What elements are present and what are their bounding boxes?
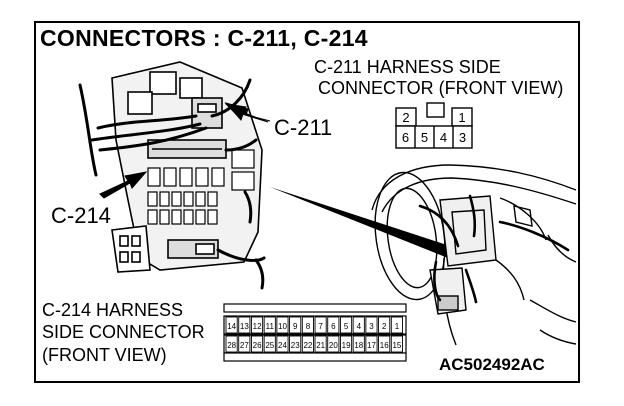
- harness-wires: [78, 78, 266, 290]
- callout-arrows: [99, 102, 271, 199]
- c214-pin-cell: [378, 316, 391, 334]
- c214-pin-cell: [327, 316, 340, 334]
- c214-pin-label: 17: [367, 341, 376, 350]
- c214-pin-cell: [352, 316, 365, 334]
- c214-callout-label: C-214: [51, 203, 111, 228]
- c214-pin-cell: [339, 316, 353, 334]
- c211-caption-line2: CONNECTOR (FRONT VIEW): [318, 78, 564, 98]
- c214-pin-cell: [225, 316, 238, 334]
- c214-pin-cell: [238, 316, 251, 334]
- c211-callout-label: C-211: [274, 115, 333, 140]
- c214-pin-cell: [390, 335, 403, 353]
- c214-pin-cell: [289, 335, 302, 353]
- c214-pin-cell: [378, 335, 391, 353]
- c214-pin-cell: [250, 335, 264, 353]
- c214-pin-label: 22: [303, 341, 312, 350]
- c214-pin-label: 14: [227, 322, 236, 331]
- c214-pin-label: 18: [354, 341, 363, 350]
- c214-pin-label: 15: [392, 341, 401, 350]
- c214-pin-cell: [352, 335, 365, 353]
- c214-pin-label: 13: [240, 322, 249, 331]
- location-pointer-arrow: [270, 187, 450, 258]
- c214-pin-cell: [250, 316, 264, 334]
- figure-id: AC502492AC: [439, 355, 545, 374]
- c214-pin-label: 20: [329, 341, 338, 350]
- c214-pin-label: 11: [266, 322, 275, 331]
- c214-pin-label: 5: [344, 322, 349, 331]
- c211-pin-label: 2: [402, 110, 409, 125]
- c214-pin-label: 2: [382, 322, 387, 331]
- dashboard-illustration: [371, 164, 577, 346]
- c214-pin-label: 9: [293, 322, 298, 331]
- c214-pin-label: 16: [380, 341, 389, 350]
- c214-pin-label: 25: [265, 341, 274, 350]
- c214-pin-cell: [314, 335, 327, 353]
- c214-caption-line1: C-214 HARNESS: [42, 300, 184, 320]
- c214-caption-line3: (FRONT VIEW): [42, 345, 167, 365]
- c214-pin-cell: [289, 316, 302, 334]
- c214-pin-cell: [301, 316, 314, 334]
- c214-pin-label: 23: [291, 341, 300, 350]
- c214-pin-cell: [365, 335, 378, 353]
- c214-arrow: [99, 171, 148, 199]
- c211-pin-label: 4: [440, 130, 447, 145]
- c214-pin-cell: [390, 316, 403, 334]
- c211-pin-label: 1: [458, 110, 465, 125]
- c214-pin-label: 8: [306, 322, 311, 331]
- c214-pin-label: 19: [342, 341, 351, 350]
- c214-pin-cell: [314, 316, 327, 334]
- figure-title: CONNECTORS : C-211, C-214: [40, 25, 368, 51]
- c214-pin-cell: [327, 335, 340, 353]
- c214-pin-label: 10: [278, 322, 287, 331]
- c214-pin-label: 28: [227, 341, 236, 350]
- c211-pin-label: 5: [421, 130, 428, 145]
- c214-pin-label: 12: [253, 322, 262, 331]
- c214-pin-cell: [339, 335, 353, 353]
- c214-pin-label: 1: [395, 322, 400, 331]
- c214-pin-cell: [276, 335, 289, 353]
- c211-pin-label: 6: [402, 130, 409, 145]
- c214-pin-cells: [225, 316, 403, 353]
- figure-frame: [34, 21, 580, 383]
- c214-pin-cell: [263, 316, 276, 334]
- c214-pin-cell: [238, 335, 251, 353]
- c214-pin-cell: [225, 335, 238, 353]
- c211-pin-label: 3: [459, 130, 466, 145]
- junction-block-illustration: [111, 61, 263, 273]
- c214-pin-cell: [301, 335, 314, 353]
- c214-pin-label: 3: [369, 322, 374, 331]
- c214-pin-label: 4: [357, 322, 362, 331]
- c211-caption-line1: C-211 HARNESS SIDE: [314, 57, 501, 77]
- c214-pin-cell: [365, 316, 378, 334]
- c211-front-view-connector: [395, 102, 473, 149]
- c214-pin-label: 26: [253, 341, 262, 350]
- c214-pin-label: 27: [240, 341, 249, 350]
- c214-caption-line2: SIDE CONNECTOR: [42, 322, 205, 342]
- c214-pin-label: 6: [331, 322, 336, 331]
- c214-pin-label: 21: [316, 341, 325, 350]
- c214-pin-cell: [276, 316, 289, 334]
- c214-pin-label: 7: [318, 322, 323, 331]
- c214-pin-cell: [263, 335, 276, 353]
- c214-pin-label: 24: [278, 341, 287, 350]
- dashboard-wires: [418, 194, 570, 304]
